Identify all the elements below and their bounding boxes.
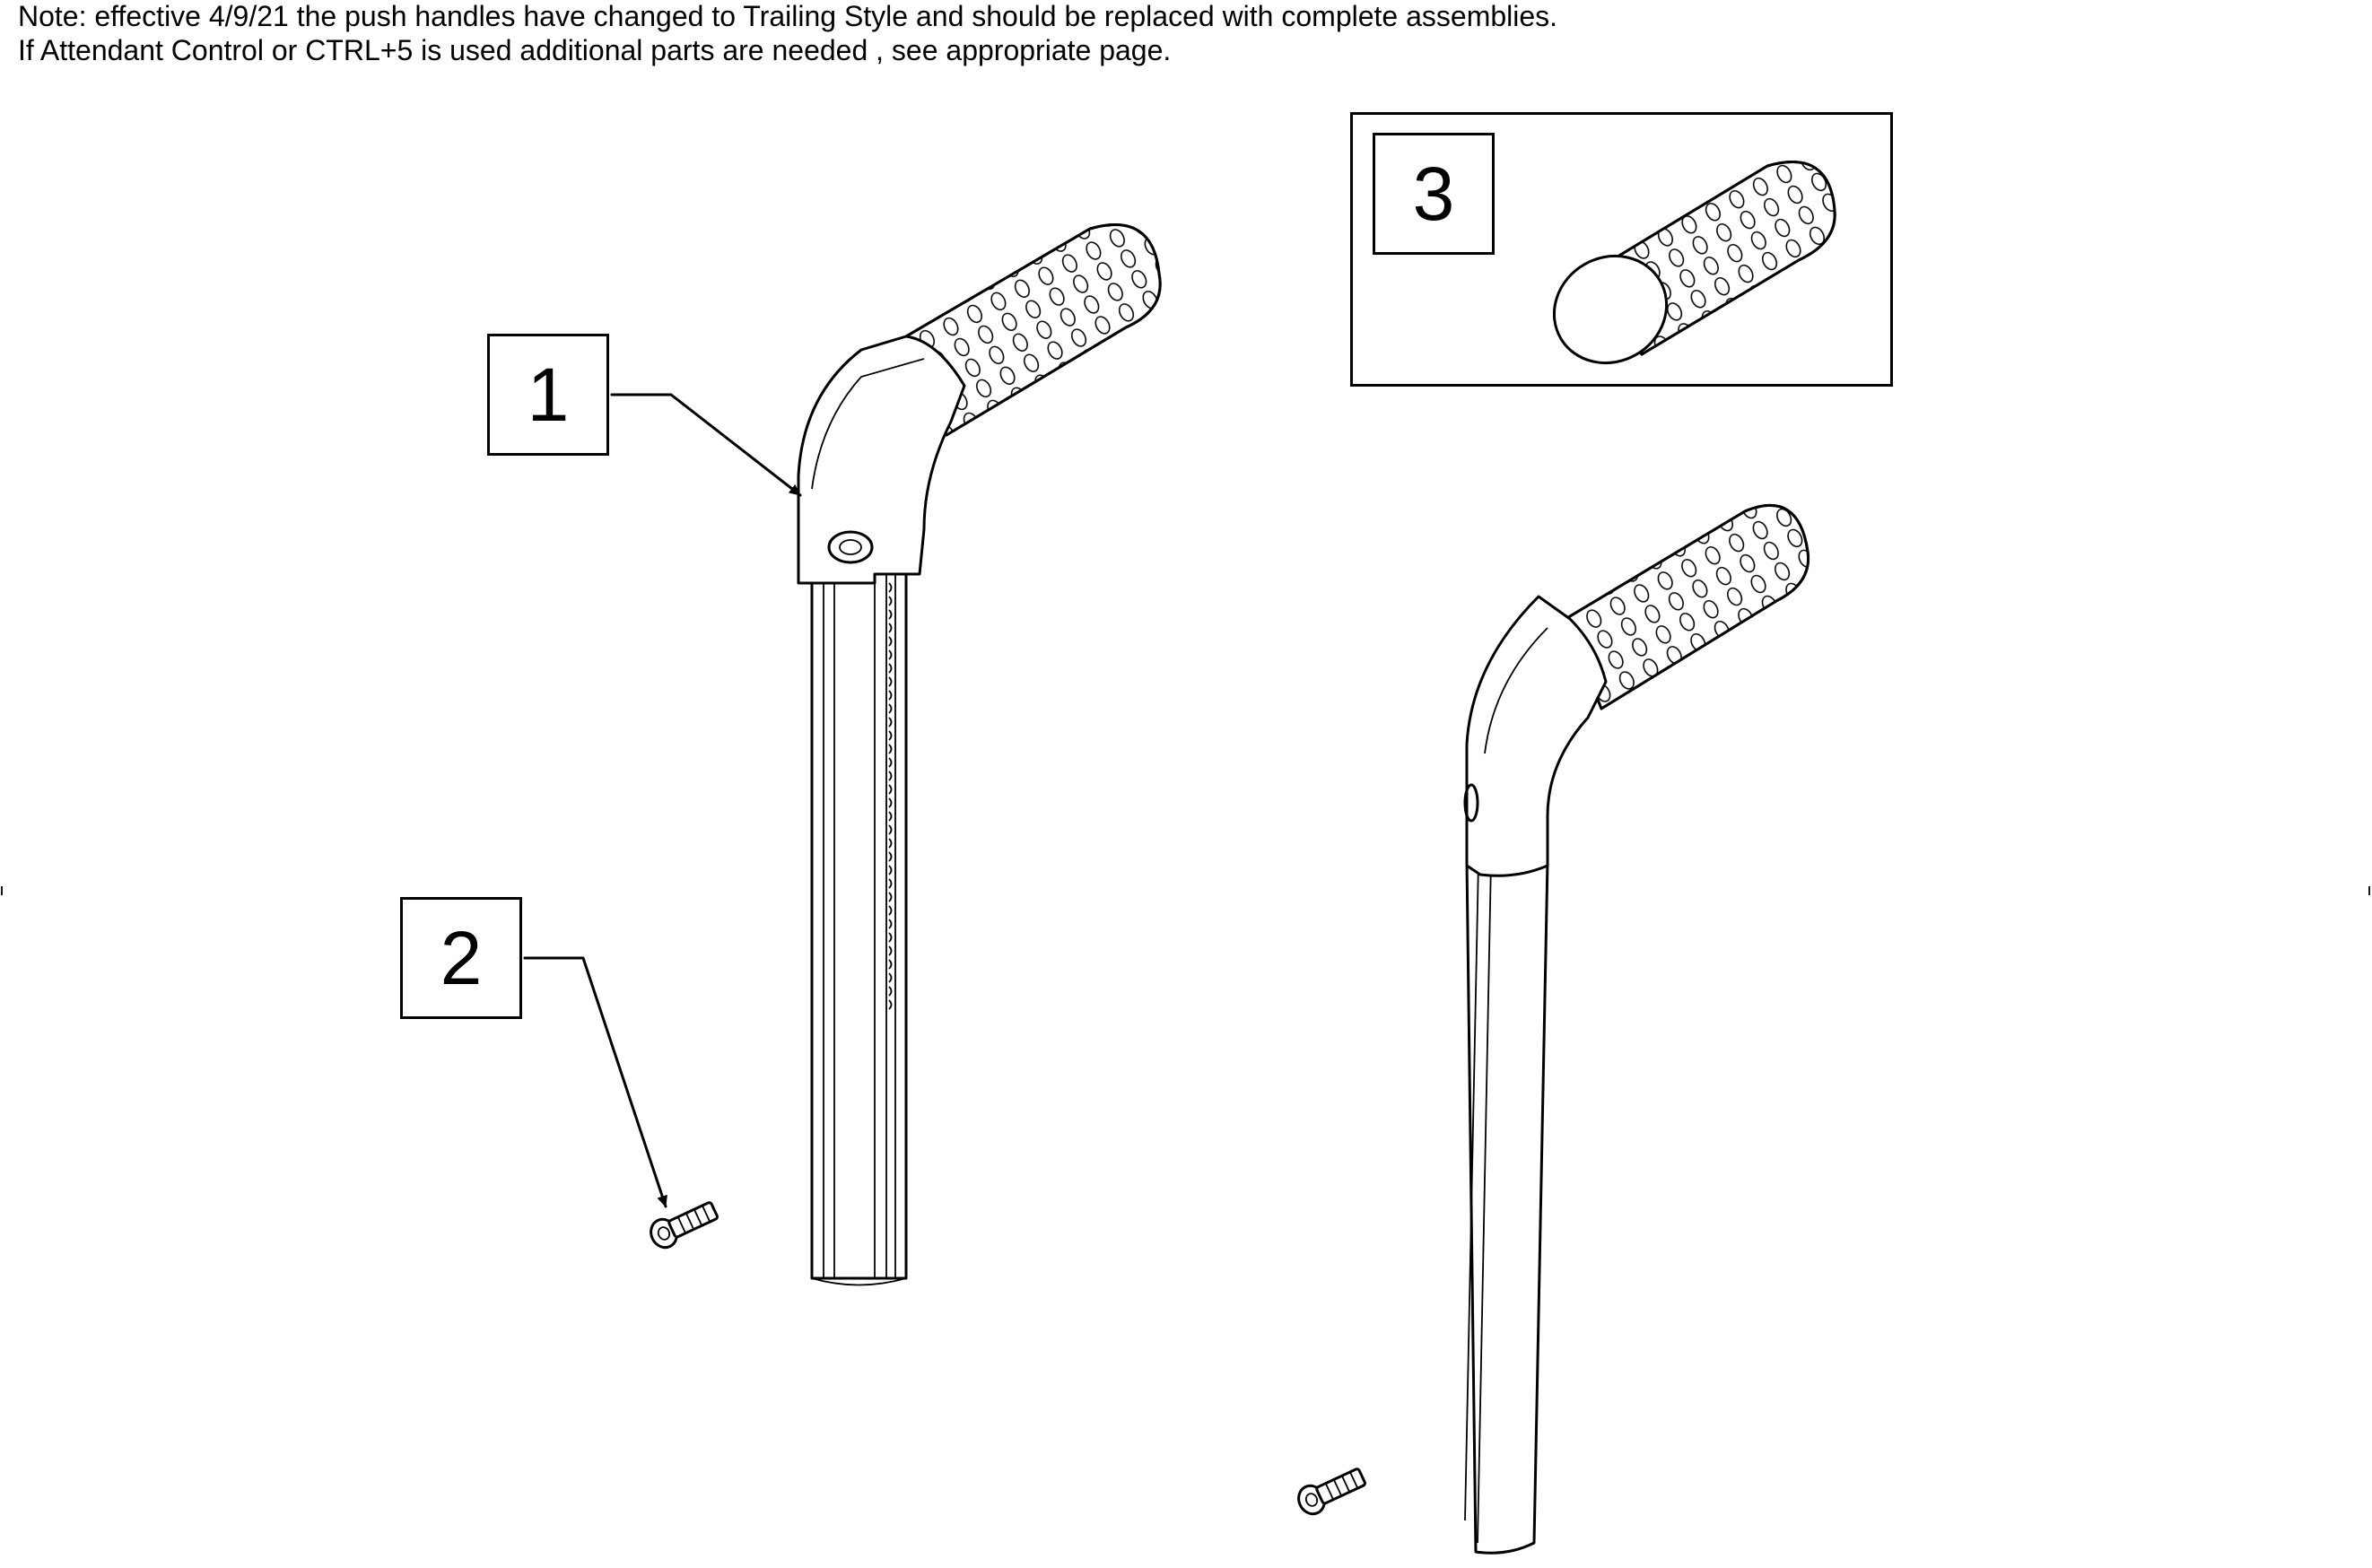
inset-grip-detail-box [1350,112,1893,387]
tube-slot-mark [888,892,893,902]
right-handle-elbow [1463,595,1608,877]
left-push-handle-assembly [797,223,1162,1286]
tube-slot-mark [888,797,893,808]
tube-slot-mark [888,663,893,674]
left-screw [650,1201,719,1250]
right-grip [1564,503,1810,710]
left-handle-elbow [797,335,966,585]
callout-box-2: 2 [400,897,522,1019]
tube-slot-mark [888,717,893,727]
tube-slot-mark [888,582,893,593]
tube-slot-mark [888,838,893,849]
tube-slot-mark [888,690,893,701]
tube-slot-mark [888,851,893,862]
tube-slot-mark [888,730,893,741]
tube-slot-mark [888,905,893,916]
tube-slot-mark [888,784,893,795]
tube-slot-mark [888,972,893,983]
tube-slot-mark [888,878,893,889]
note-line-1: Note: effective 4/9/21 the push handles … [18,0,1558,32]
tube-slot-mark [888,986,893,997]
tube-slot-mark [888,824,893,835]
leader-line-2 [523,956,667,1208]
right-screw [1297,1468,1366,1516]
callout-label-1: 1 [527,352,570,437]
callout-label-3: 3 [1412,151,1455,236]
note-line-2: If Attendant Control or CTRL+5 is used a… [18,34,1172,66]
tube-slot-mark [888,771,893,781]
tube-slot-mark [888,945,893,956]
right-push-handle-assembly [1463,503,1810,1555]
tube-slot-mark [888,811,893,822]
tube-slot-mark [888,932,893,943]
tube-slot-mark [888,919,893,929]
tube-slot-mark [888,703,893,714]
right-handle-tube [1464,859,1549,1555]
callout-box-3: 3 [1373,133,1495,255]
leader-line-1 [610,393,802,497]
callout-box-1: 1 [487,334,609,456]
tube-slot-mark [888,649,893,660]
inset-replacement-grip [1552,161,1836,365]
tube-slot-mark [888,636,893,647]
tube-slot-mark [888,865,893,875]
tube-slot-mark [888,757,893,768]
tube-slot-mark [888,999,893,1010]
tube-slot-mark [888,596,893,606]
left-grip [904,223,1162,437]
tube-slot-mark [888,609,893,620]
tube-slot-mark [888,676,893,687]
tube-slot-mark [888,623,893,633]
tube-slot-mark [888,959,893,970]
tube-slot-mark [888,744,893,754]
callout-label-2: 2 [440,915,483,1000]
left-handle-tube [810,572,908,1286]
